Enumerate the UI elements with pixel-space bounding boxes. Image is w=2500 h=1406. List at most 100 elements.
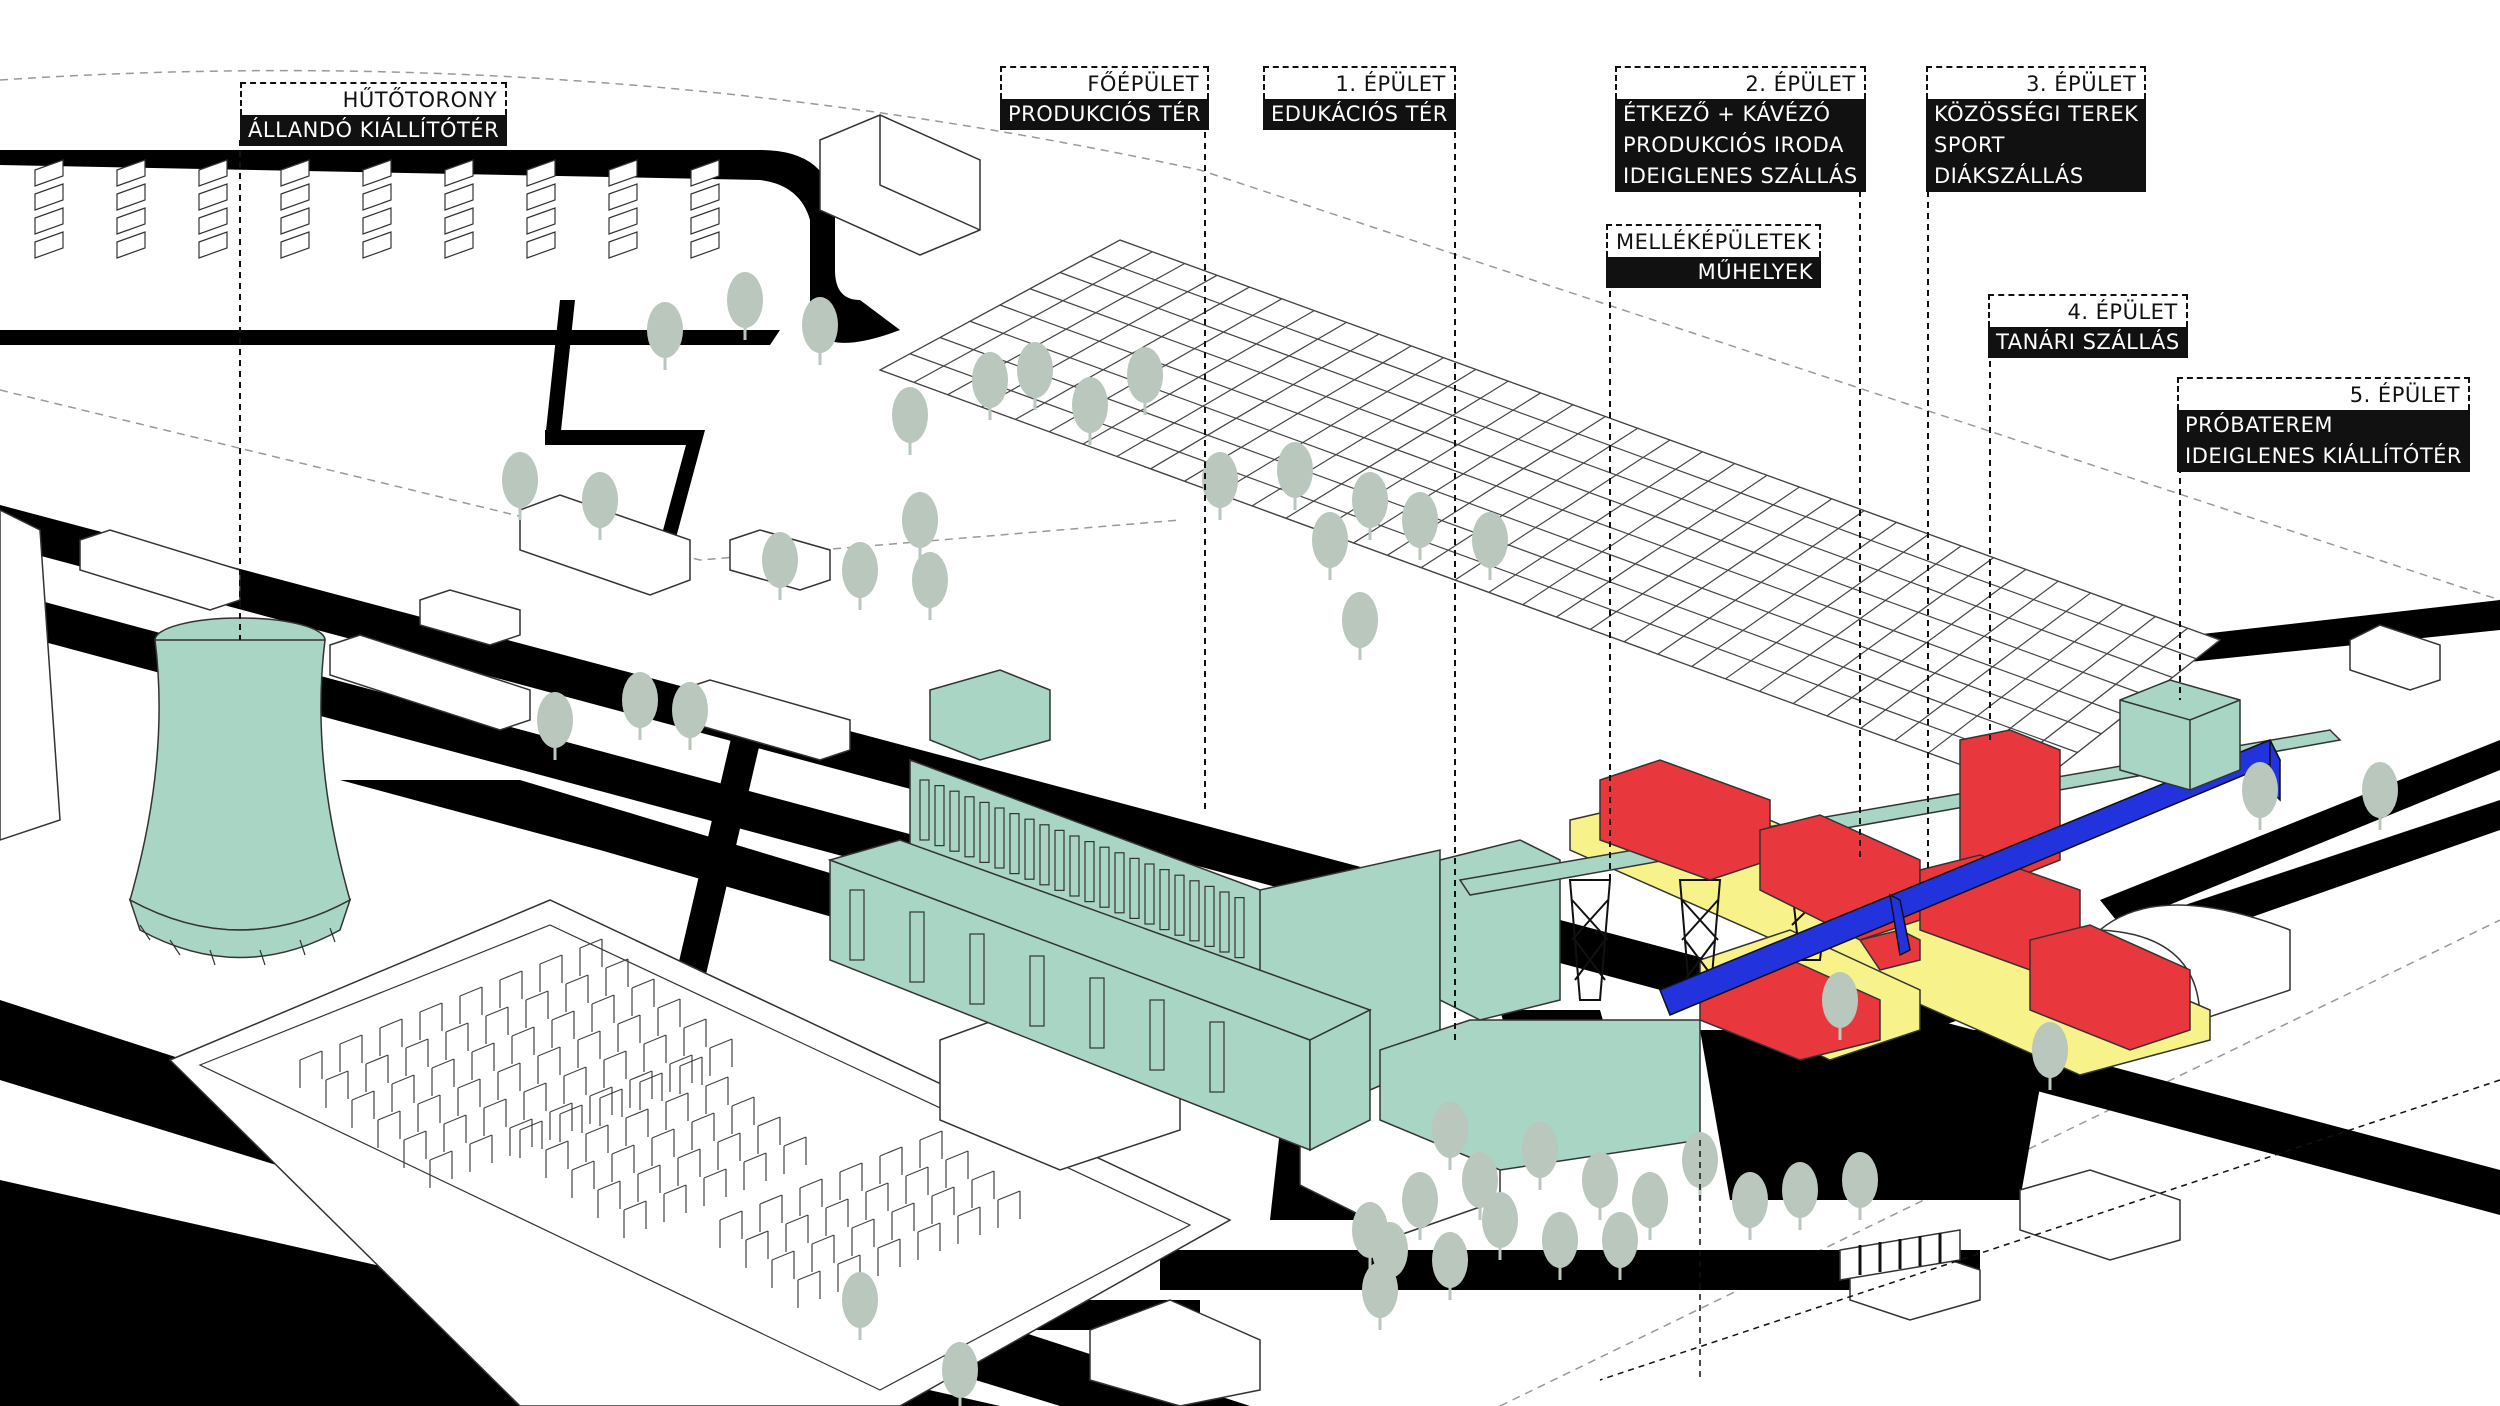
substation-gantries [299,938,1021,1308]
clerestory-window [1069,835,1080,897]
parking-bay [280,231,310,259]
clerestory-window [1189,880,1200,942]
tree [1732,1172,1768,1228]
tree [1352,1202,1388,1258]
site-boundary-lines [0,69,2500,1406]
tree [1017,342,1053,398]
tree [1582,1152,1618,1208]
facade-window [909,911,925,983]
tree [582,472,618,528]
tree [1602,1212,1638,1268]
clerestory-window [919,779,930,841]
parking-bay [690,231,720,259]
callout-epulet5: 5. ÉPÜLET PRÓBATEREM IDEIGLENES KIÁLLÍTÓ… [2177,377,2471,472]
parking-bay [608,159,638,187]
facade-window [1089,977,1105,1049]
parking-rows [34,159,720,259]
parking-bay [608,207,638,235]
tree [802,297,838,353]
callout-epulet5-line-2: IDEIGLENES KIÁLLÍTÓTÉR [2177,441,2471,472]
blue-walkway [1659,739,2282,1016]
parking-bay [34,231,64,259]
parking-bay [526,159,556,187]
callout-hutotorony: HŰTŐTORONY ÁLLANDÓ KIÁLLÍTÓTÉR [240,82,508,146]
tree [1127,347,1163,403]
callout-mellekepuletek-title: MELLÉKÉPÜLETEK [1606,224,1821,257]
clerestory-window [1234,896,1245,959]
facade-window [1149,999,1165,1071]
callout-epulet3-title: 3. ÉPÜLET [1926,66,2147,99]
parking-bay [362,183,392,211]
facade-window [1209,1021,1225,1093]
parking-bay [444,231,474,259]
main-building-windows [849,779,1245,1093]
tree [1842,1152,1878,1208]
tree [912,552,948,608]
clerestory-window [1099,846,1110,908]
tree [1342,592,1378,648]
clerestory-window [1159,868,1170,931]
tree [1632,1172,1668,1228]
callout-epulet4: 4. ÉPÜLET TANÁRI SZÁLLÁS [1988,294,2188,358]
parking-bay [690,183,720,211]
parking-bay [116,183,146,211]
callout-hutotorony-line: ÁLLANDÓ KIÁLLÍTÓTÉR [240,115,508,146]
parking-bay [116,207,146,235]
clerestory-window [1024,818,1035,880]
clerestory-window [934,784,945,847]
grid-field-lines [879,239,2221,791]
parking-bay [362,231,392,259]
parking-bay [198,159,228,187]
parking-bay [116,231,146,259]
clerestory-window [1039,824,1050,886]
tree [1462,1152,1498,1208]
tree [1402,1172,1438,1228]
tree [1362,1262,1398,1318]
tree [672,682,708,738]
clerestory-window [979,801,990,864]
tree [1432,1232,1468,1288]
clerestory-window [1219,891,1230,953]
road-top-loop [0,150,900,343]
facade-window [969,933,985,1005]
parking-bay [116,159,146,187]
callout-mellekepuletek: MELLÉKÉPÜLETEK MŰHELYEK [1606,224,1821,288]
callout-epulet1-title: 1. ÉPÜLET [1263,66,1456,99]
tree [942,1342,978,1398]
clerestory-window [1204,885,1215,948]
callout-epulet1: 1. ÉPÜLET EDUKÁCIÓS TÉR [1263,66,1456,130]
tree [1482,1192,1518,1248]
callout-hutotorony-title: HŰTŐTORONY [240,82,508,115]
tree [1202,452,1238,508]
parking-bay [362,207,392,235]
parking-bay [444,183,474,211]
callout-foepulet-line: PRODUKCIÓS TÉR [1000,99,1210,130]
clerestory-window [964,796,975,858]
callout-epulet3: 3. ÉPÜLET KÖZÖSSÉGI TEREK SPORT DIÁKSZÁL… [1926,66,2147,192]
callout-epulet3-line-3: DIÁKSZÁLLÁS [1926,161,2147,192]
cooling-tower [0,509,352,966]
facade-window [1029,955,1045,1027]
tree [762,532,798,588]
tree [537,692,573,748]
tree [2362,762,2398,818]
callout-epulet2-line-3: IDEIGLENES SZÁLLÁS [1615,161,1866,192]
parking-bay [198,231,228,259]
tree [1822,972,1858,1028]
parking-bay [526,231,556,259]
tree [1072,377,1108,433]
callout-mellekepuletek-line: MŰHELYEK [1606,257,1821,288]
parking-bay [690,207,720,235]
clerestory-window [1054,829,1065,892]
tree [1782,1162,1818,1218]
clerestory-window [949,790,960,852]
tree [842,542,878,598]
parking-bay [280,159,310,187]
parking-bay [198,207,228,235]
parking-bay [526,183,556,211]
parking-bay [444,159,474,187]
clerestory-window [1114,852,1125,914]
facade-window [849,889,865,961]
tree [1542,1212,1578,1268]
